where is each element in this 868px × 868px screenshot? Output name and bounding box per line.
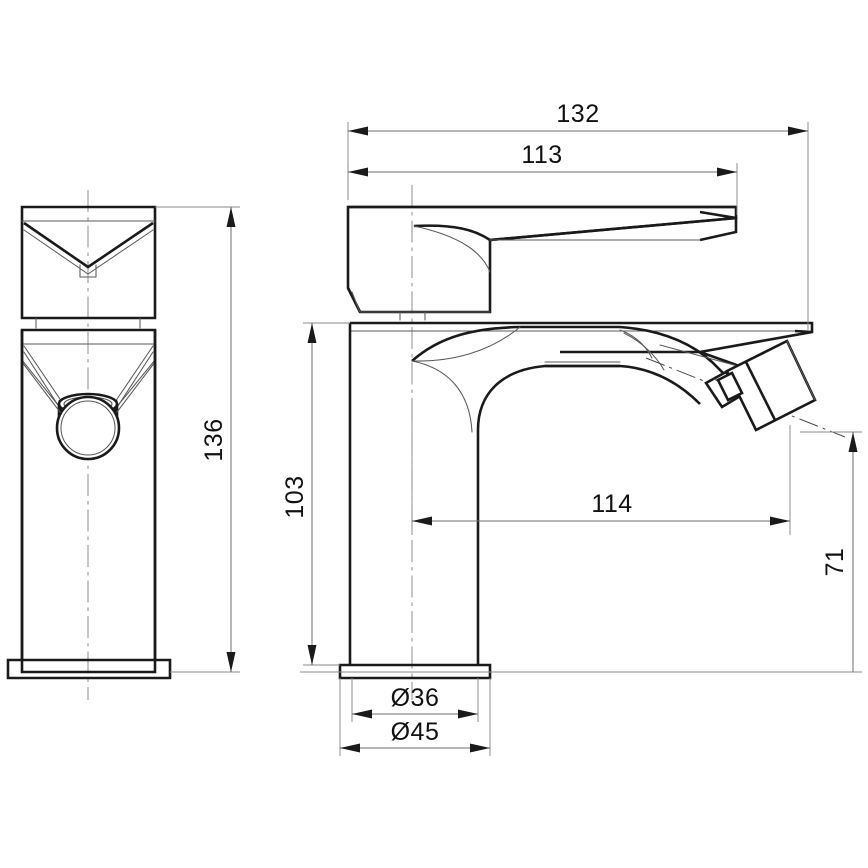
dimension-d45: Ø45: [339, 678, 491, 756]
dim-d36-arrow-left: [352, 709, 372, 719]
front-handle-chamfer-v: [23, 221, 154, 269]
dim-d45-label: Ø45: [391, 718, 440, 746]
dim-113-label: 113: [521, 141, 562, 169]
dim-71-arrow-top: [848, 432, 858, 452]
dimension-103: 103: [281, 322, 350, 666]
front-base-flange: [6, 658, 172, 680]
side-spout-nose-lower: [619, 364, 701, 405]
dim-d45-arrow-right: [470, 743, 490, 753]
front-elevation-view: [6, 190, 172, 700]
dimension-d36: Ø36: [351, 678, 479, 722]
side-spout-nose-ellipse-edge: [619, 329, 653, 359]
outlet-body-division-line: [744, 361, 777, 421]
front-handle-neck: [35, 317, 141, 329]
side-body-top-right-edge: [794, 329, 813, 334]
dimension-71: 71: [700, 431, 862, 673]
dim-d45-arrow-left: [340, 743, 360, 753]
dim-103-arrow-top: [307, 323, 317, 343]
outlet-face-edge: [786, 340, 816, 401]
side-spout-nose-upper: [619, 325, 741, 391]
front-outlet-circle-outer: [55, 395, 121, 461]
dim-136-arrow-top: [226, 207, 236, 227]
front-handle-chamfer-v-inner: [23, 229, 154, 275]
dim-113-arrow-left: [348, 167, 368, 177]
dimension-114: 114: [411, 400, 791, 535]
dim-103-arrow-bottom: [307, 645, 317, 665]
front-outlet-circle-inner: [60, 400, 116, 456]
dim-132-label: 132: [556, 100, 599, 128]
side-lever-blend-curve: [413, 225, 491, 273]
side-spout-lower-curve: [476, 364, 620, 431]
side-lever-blade-underside: [413, 216, 737, 242]
dim-103-label: 103: [281, 475, 309, 518]
dimension-132: 132: [347, 100, 809, 330]
dimension-annotations: 132 113 136: [155, 100, 862, 756]
side-spout-blend-thin-lower: [411, 360, 473, 433]
dim-132-arrow-right: [788, 126, 808, 136]
outlet-nozzle-body: [725, 339, 817, 432]
dim-d36-label: Ø36: [391, 684, 440, 712]
side-spout-upper-curve: [411, 325, 620, 362]
front-handle-body: [20, 205, 157, 320]
front-spout-blend-left-right: [23, 345, 154, 403]
outlet-neck-block: [716, 371, 744, 402]
dim-114-label: 114: [591, 490, 632, 518]
side-handle-base-chamfer-arc: [351, 291, 361, 313]
side-spout-blend-thin-upper: [411, 326, 521, 362]
front-handle-center-notch: [79, 264, 97, 278]
side-spout-nose-ellipse-inner: [623, 332, 665, 371]
side-base-flange: [338, 663, 492, 680]
dim-71-label: 71: [821, 548, 849, 577]
side-outlet-fin-thin: [659, 344, 746, 369]
dim-113-arrow-right: [717, 167, 737, 177]
front-body-draft-lines: [21, 361, 156, 413]
dim-114-arrow-right: [770, 516, 790, 526]
side-lever-tip-taper: [699, 210, 738, 242]
dim-136-arrow-bottom: [226, 652, 236, 672]
side-handle-stem-ticks: [399, 311, 426, 321]
dim-136-label: 136: [200, 418, 228, 461]
dimension-113: 113: [347, 141, 738, 215]
side-elevation-view: [300, 185, 860, 700]
dimension-136: 136: [155, 206, 240, 673]
side-spray-outlet-assembly: [645, 339, 846, 438]
dim-132-arrow-left: [348, 126, 368, 136]
dim-d36-arrow-right: [458, 709, 478, 719]
dim-114-arrow-left: [412, 516, 432, 526]
